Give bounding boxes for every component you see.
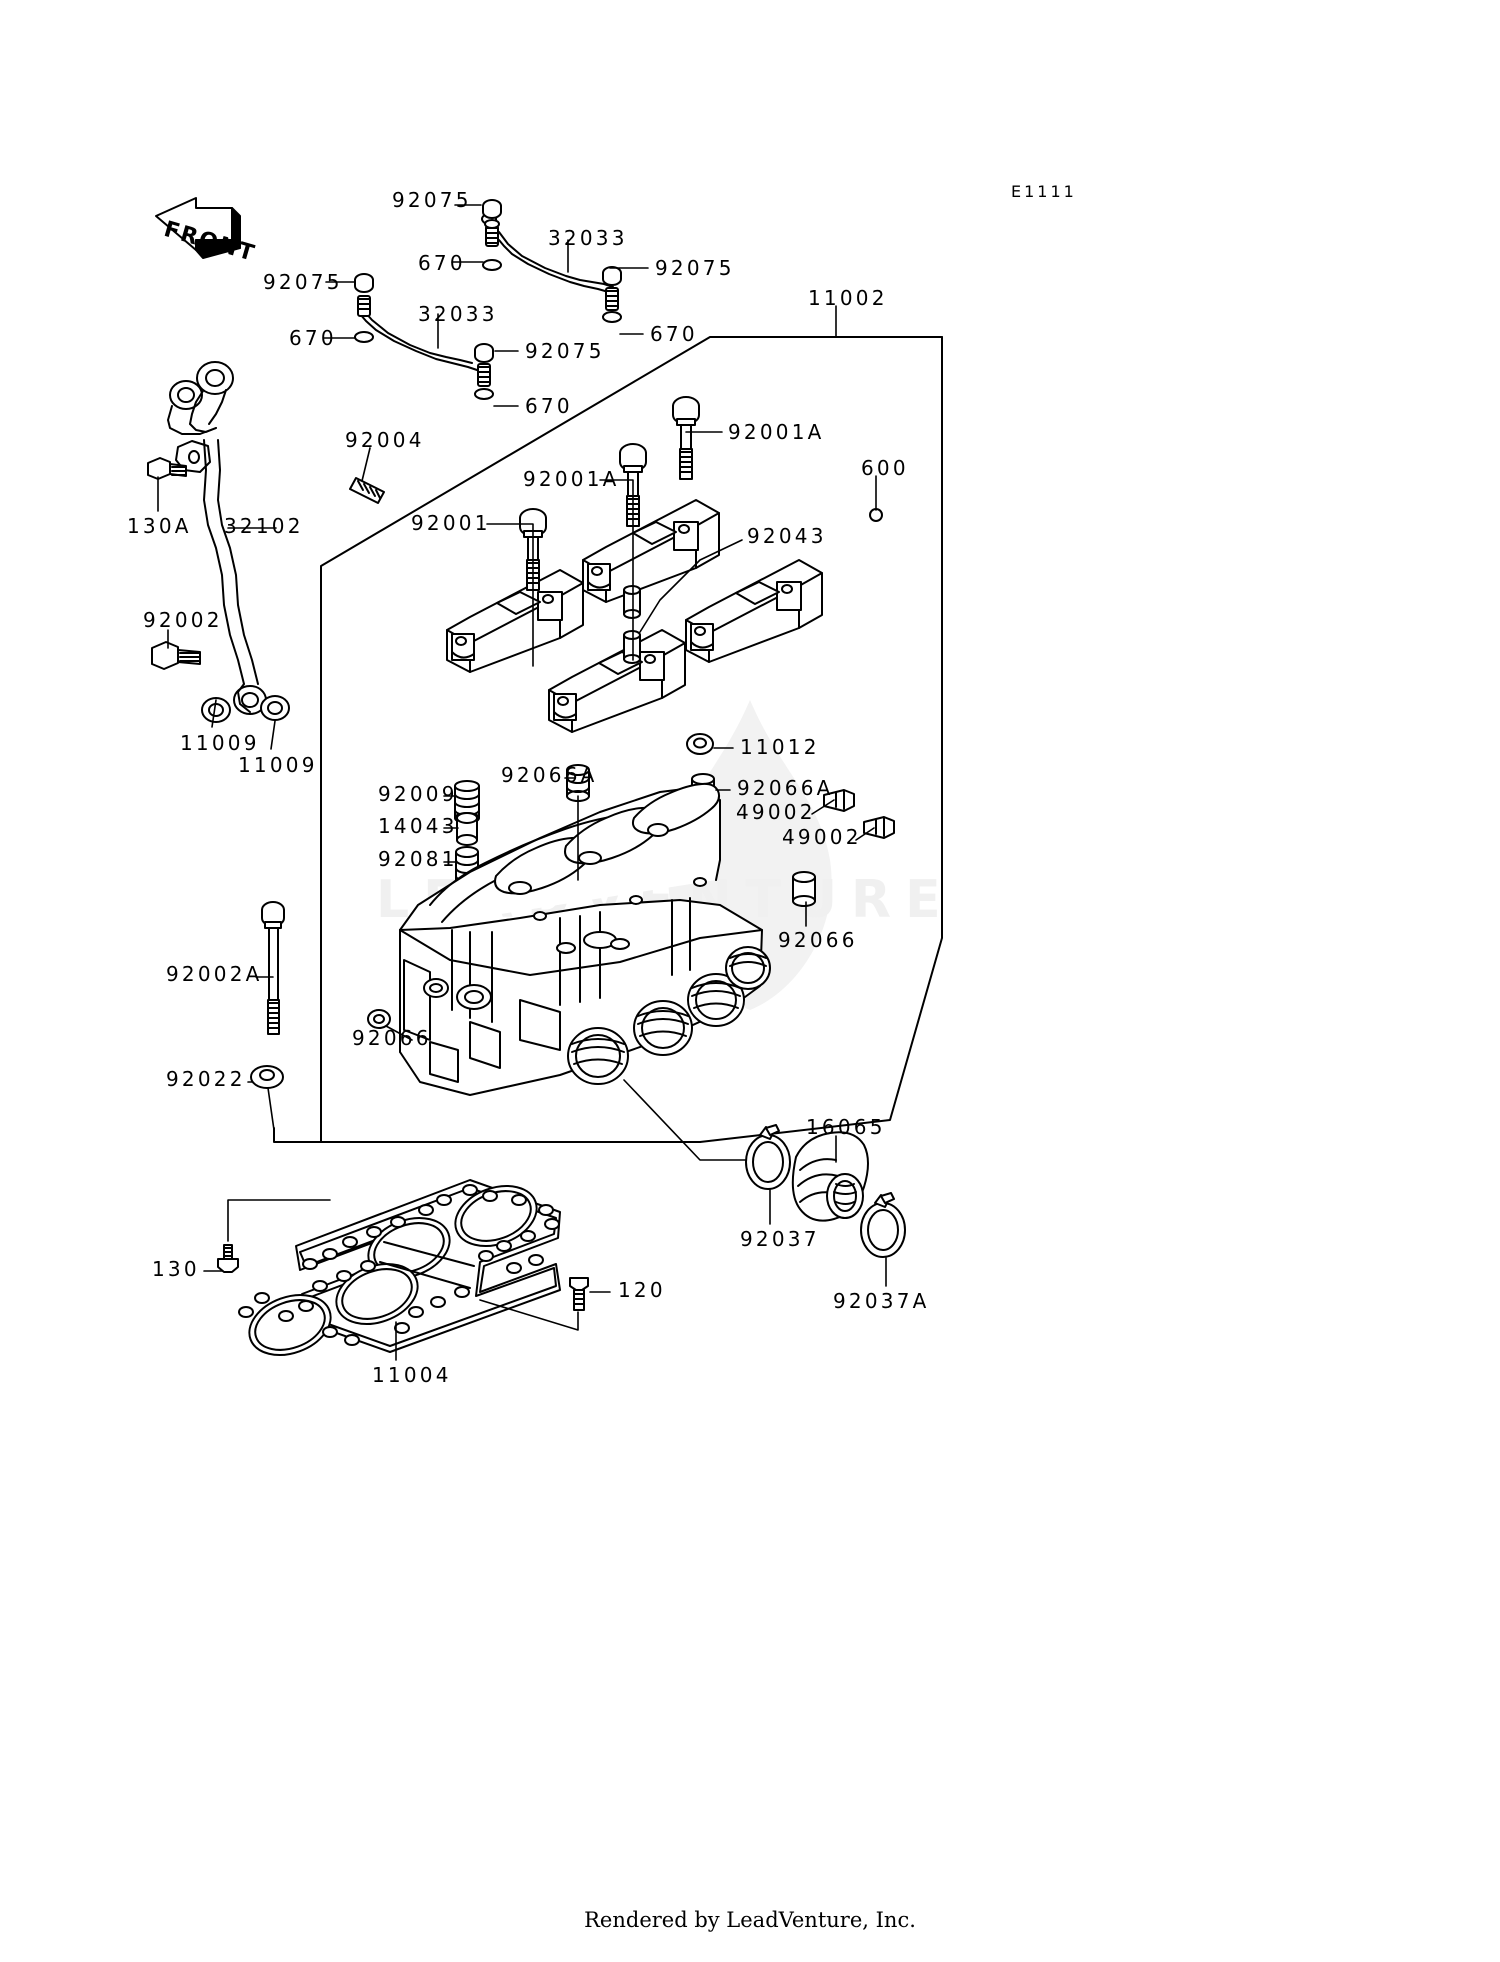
head-gasket-11004: [238, 1179, 561, 1356]
bolt-130A: [147, 457, 187, 480]
bolt-130: [217, 1244, 239, 1273]
callout-670-d: 670: [525, 394, 573, 418]
callout-670-c: 670: [650, 322, 698, 346]
dowel-pin-92043: [623, 585, 641, 619]
bolt-92001A-right: [672, 396, 700, 480]
rocker-shaft-assembly-1: [446, 569, 584, 673]
dowel-pin-92043-b: [623, 630, 641, 664]
callout-92001A-a: 92001A: [728, 420, 825, 444]
callout-92066A-a: 92066A: [501, 763, 598, 787]
callout-14043: 14043: [378, 814, 458, 838]
callout-11009-b: 11009: [238, 753, 318, 777]
callout-92066A-b: 92066A: [737, 776, 834, 800]
rocker-shaft-assembly-3: [582, 499, 720, 603]
callout-92066-b: 92066: [352, 1026, 432, 1050]
rocker-shaft-assembly-4: [685, 559, 823, 663]
leader-lines: [157, 204, 887, 1361]
callout-92037A: 92037A: [833, 1289, 930, 1313]
callout-130: 130: [152, 1257, 200, 1281]
bolt-120: [569, 1277, 589, 1311]
banjo-bolt-92002: [151, 641, 201, 670]
cylinder-head-subgroup-outline: [273, 1127, 331, 1143]
figure-code: E1111: [1011, 182, 1077, 201]
callout-92002: 92002: [143, 608, 223, 632]
nipple-49002-b: [863, 816, 895, 839]
front-arrow-icon: [155, 197, 241, 259]
callout-32033-a: 32033: [548, 226, 628, 250]
callout-92001: 92001: [411, 511, 491, 535]
plug-92066-right: [792, 871, 816, 907]
callout-49002-b: 49002: [782, 825, 862, 849]
callout-16065: 16065: [806, 1115, 886, 1139]
cylinder-head-body: [399, 782, 771, 1096]
stud-92004: [349, 477, 385, 504]
callout-49002-a: 49002: [736, 800, 816, 824]
callout-92001A-b: 92001A: [523, 467, 620, 491]
callout-92043: 92043: [747, 524, 827, 548]
callout-92081: 92081: [378, 847, 458, 871]
callout-92075-d: 92075: [525, 339, 605, 363]
callout-130A: 130A: [127, 514, 192, 538]
carb-holder-16065: [791, 1131, 869, 1222]
clamp-92037A: [860, 1192, 906, 1258]
footer-credit: Rendered by LeadVenture, Inc.: [584, 1908, 916, 1932]
oil-pipe-32033-lower: [354, 273, 494, 400]
washer-92022: [250, 1065, 284, 1089]
callout-32033-b: 32033: [418, 302, 498, 326]
callout-600: 600: [861, 456, 909, 480]
callout-92075-a: 92075: [392, 188, 472, 212]
callout-92037: 92037: [740, 1227, 820, 1251]
callout-11002: 11002: [808, 286, 888, 310]
callout-11004: 11004: [372, 1363, 452, 1387]
callout-92004: 92004: [345, 428, 425, 452]
oil-pipe-32102: [167, 361, 267, 715]
oil-pipe-32033-upper: [481, 199, 622, 323]
long-bolt-92002A: [261, 901, 285, 1035]
plug-92066-left: [367, 1009, 391, 1029]
callout-670-a: 670: [418, 251, 466, 275]
clamp-92037: [745, 1124, 791, 1190]
callout-11009-a: 11009: [180, 731, 260, 755]
callout-92002A: 92002A: [166, 962, 263, 986]
callout-32102: 32102: [224, 514, 304, 538]
cylinder-head-group-outline: [320, 336, 943, 1143]
callout-92009: 92009: [378, 782, 458, 806]
callout-92075-c: 92075: [263, 270, 343, 294]
part-14043: [456, 812, 478, 846]
washer-11009-b: [260, 695, 290, 721]
callout-11012: 11012: [740, 735, 820, 759]
callout-92022: 92022: [166, 1067, 246, 1091]
intake-port-flanges: [567, 946, 771, 1085]
seal-11012: [686, 733, 714, 755]
callout-92066-a: 92066: [778, 928, 858, 952]
callout-670-b: 670: [289, 326, 337, 350]
rocker-shaft-assembly-2: [548, 629, 686, 733]
callout-120: 120: [618, 1278, 666, 1302]
callout-92075-b: 92075: [655, 256, 735, 280]
